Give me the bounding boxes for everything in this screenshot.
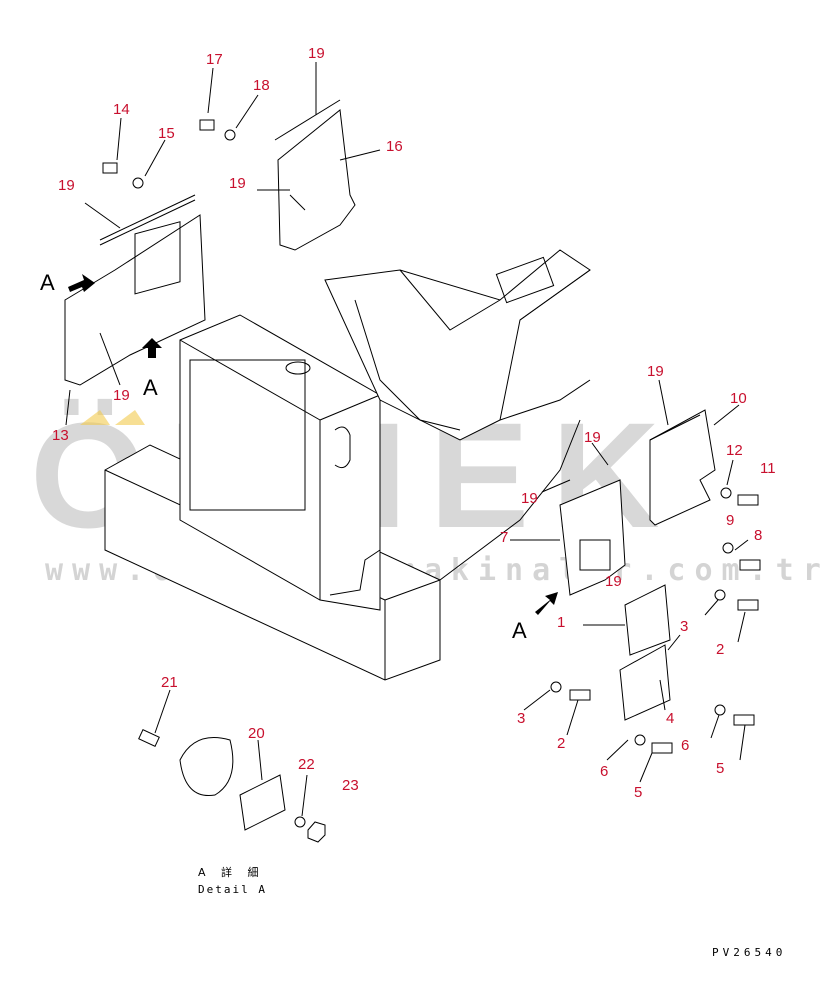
callout-6: 6	[681, 737, 689, 754]
callout-19: 19	[113, 387, 130, 404]
top-cover	[274, 99, 356, 251]
callout-2: 2	[716, 641, 724, 658]
callout-15: 15	[158, 125, 175, 142]
callout-14: 14	[113, 101, 130, 118]
view-arrows	[68, 274, 558, 615]
callout-19: 19	[521, 490, 538, 507]
detail-caption: A 詳 細 Detail A	[198, 865, 267, 896]
view-arrow-icon	[142, 338, 162, 358]
callout-8: 8	[754, 527, 762, 544]
callout-19: 19	[58, 177, 75, 194]
callout-23: 23	[342, 777, 359, 794]
callout-17: 17	[206, 51, 223, 68]
callout-19: 19	[308, 45, 325, 62]
callout-3: 3	[517, 710, 525, 727]
callout-1: 1	[557, 614, 565, 631]
callout-10: 10	[730, 390, 747, 407]
callout-18: 18	[253, 77, 270, 94]
callout-9: 9	[726, 512, 734, 529]
callout-6: 6	[600, 763, 608, 780]
view-label-a: A	[143, 375, 158, 400]
callout-7: 7	[500, 529, 508, 546]
view-labels: A A A	[40, 270, 527, 643]
detail-a-parts	[138, 729, 326, 843]
view-label-a: A	[512, 618, 527, 643]
callout-4: 4	[666, 710, 674, 727]
plate-1	[624, 584, 671, 656]
watermark-accent-icon	[115, 410, 145, 425]
plate-4	[619, 644, 671, 721]
callout-16: 16	[386, 138, 403, 155]
callout-labels: 17 19 18 16 14 15 19 19 19 13 19 10 19 1…	[52, 45, 776, 801]
callout-11: 11	[760, 460, 776, 477]
callout-22: 22	[298, 756, 315, 773]
callout-3: 3	[680, 618, 688, 635]
main-frame	[104, 249, 591, 681]
callout-19: 19	[647, 363, 664, 380]
callout-19: 19	[605, 573, 622, 590]
leader-lines	[65, 62, 749, 817]
view-arrow-icon	[68, 274, 95, 292]
callout-19: 19	[229, 175, 246, 192]
callout-5: 5	[716, 760, 724, 777]
view-arrow-icon	[535, 592, 558, 615]
watermark-accent-icon	[80, 410, 110, 425]
left-cover	[64, 194, 206, 386]
detail-title-jp: A 詳 細	[198, 865, 265, 879]
callout-20: 20	[248, 725, 265, 742]
fasteners	[102, 119, 761, 754]
plate-cover-7	[559, 479, 626, 596]
callout-19: 19	[584, 429, 601, 446]
callout-13: 13	[52, 427, 69, 444]
callout-2: 2	[557, 735, 565, 752]
view-label-a: A	[40, 270, 55, 295]
drawing-code: PV26540	[712, 946, 786, 959]
detail-title-en: Detail A	[198, 883, 267, 896]
callout-5: 5	[634, 784, 642, 801]
callout-21: 21	[161, 674, 178, 691]
callout-12: 12	[726, 442, 743, 459]
right-cover	[649, 409, 716, 526]
